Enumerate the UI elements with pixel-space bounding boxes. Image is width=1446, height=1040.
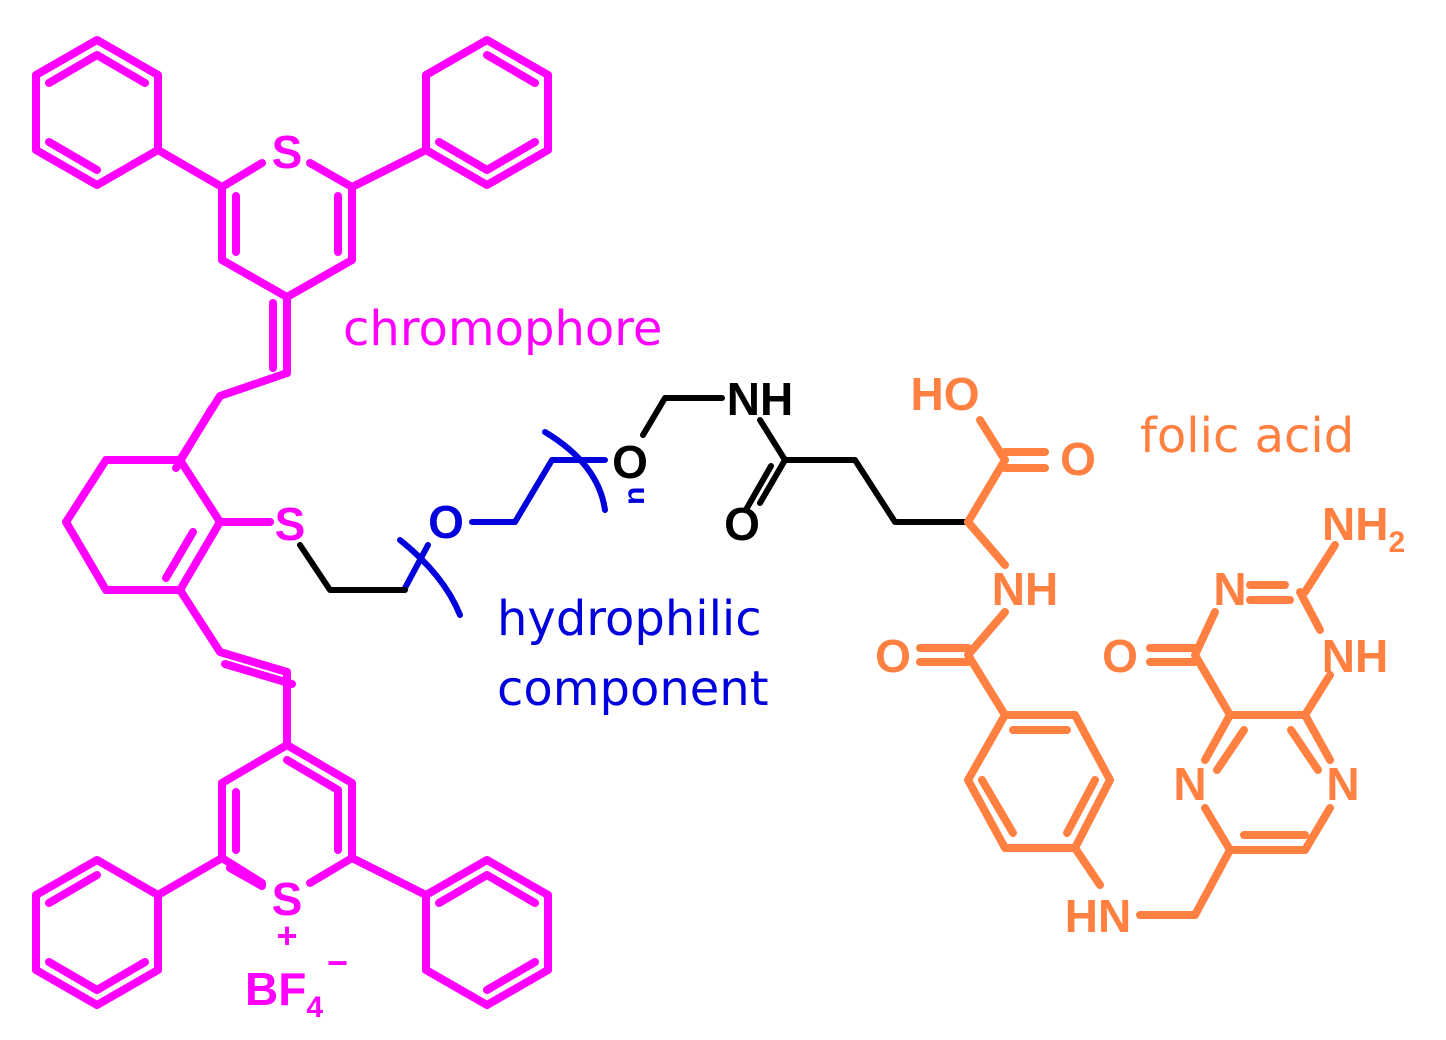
label-folic-acid: folic acid — [1140, 408, 1354, 464]
label-chromophore: chromophore — [343, 301, 662, 357]
repeat-count-n: n — [618, 487, 651, 505]
charge-plus: + — [276, 915, 297, 956]
atom-nh2: NH2 — [1322, 498, 1405, 559]
atom-o-benzamide: O — [875, 630, 911, 682]
hydrophilic-bonds — [397, 429, 608, 618]
atom-nh-glu: NH — [992, 563, 1058, 615]
phenyl-ring — [32, 856, 162, 1009]
atom-n-pteridine-1: N — [1213, 563, 1246, 615]
chromophore-atoms: S S S + BF4− — [245, 126, 348, 1024]
atom-o-amide: O — [724, 498, 760, 550]
atom-o-acid: O — [1060, 433, 1096, 485]
atom-s-thioether: S — [275, 498, 306, 550]
phenyl-ring — [422, 36, 552, 189]
atom-nh-amide: NH — [727, 373, 793, 425]
folic-acid-bonds — [916, 416, 1339, 919]
atom-hn-amine: HN — [1065, 890, 1131, 942]
phenyl-ring — [422, 856, 552, 1009]
atom-o-pteridine: O — [1102, 630, 1138, 682]
hydrophilic-atoms: O n — [428, 487, 651, 548]
linker-bonds — [297, 395, 971, 593]
repeat-bracket-right — [542, 429, 608, 513]
atom-n-pteridine-3: N — [1326, 758, 1359, 810]
phenyl-ring — [32, 36, 162, 189]
chromophore-bonds — [32, 36, 552, 1009]
atom-s-bottom: S — [272, 873, 303, 925]
linker-atoms: O NH O — [612, 373, 793, 550]
atom-ho-acid: HO — [911, 368, 980, 420]
counterion-bf4: BF4− — [245, 942, 348, 1024]
atom-n-pteridine-2: N — [1173, 758, 1206, 810]
atom-nh-pteridine: NH — [1322, 630, 1388, 682]
label-hydrophilic-line1: hydrophilic — [497, 591, 762, 647]
atom-s-top: S — [272, 126, 303, 178]
benzene-ring — [964, 711, 1114, 852]
atom-o-peg1: O — [428, 496, 464, 548]
repeat-bracket-left — [397, 537, 463, 618]
atom-o-peg2: O — [612, 436, 648, 488]
folic-acid-atoms: HO O NH O HN NH2 N NH O N N — [875, 368, 1405, 942]
label-hydrophilic-line2: component — [497, 661, 769, 717]
